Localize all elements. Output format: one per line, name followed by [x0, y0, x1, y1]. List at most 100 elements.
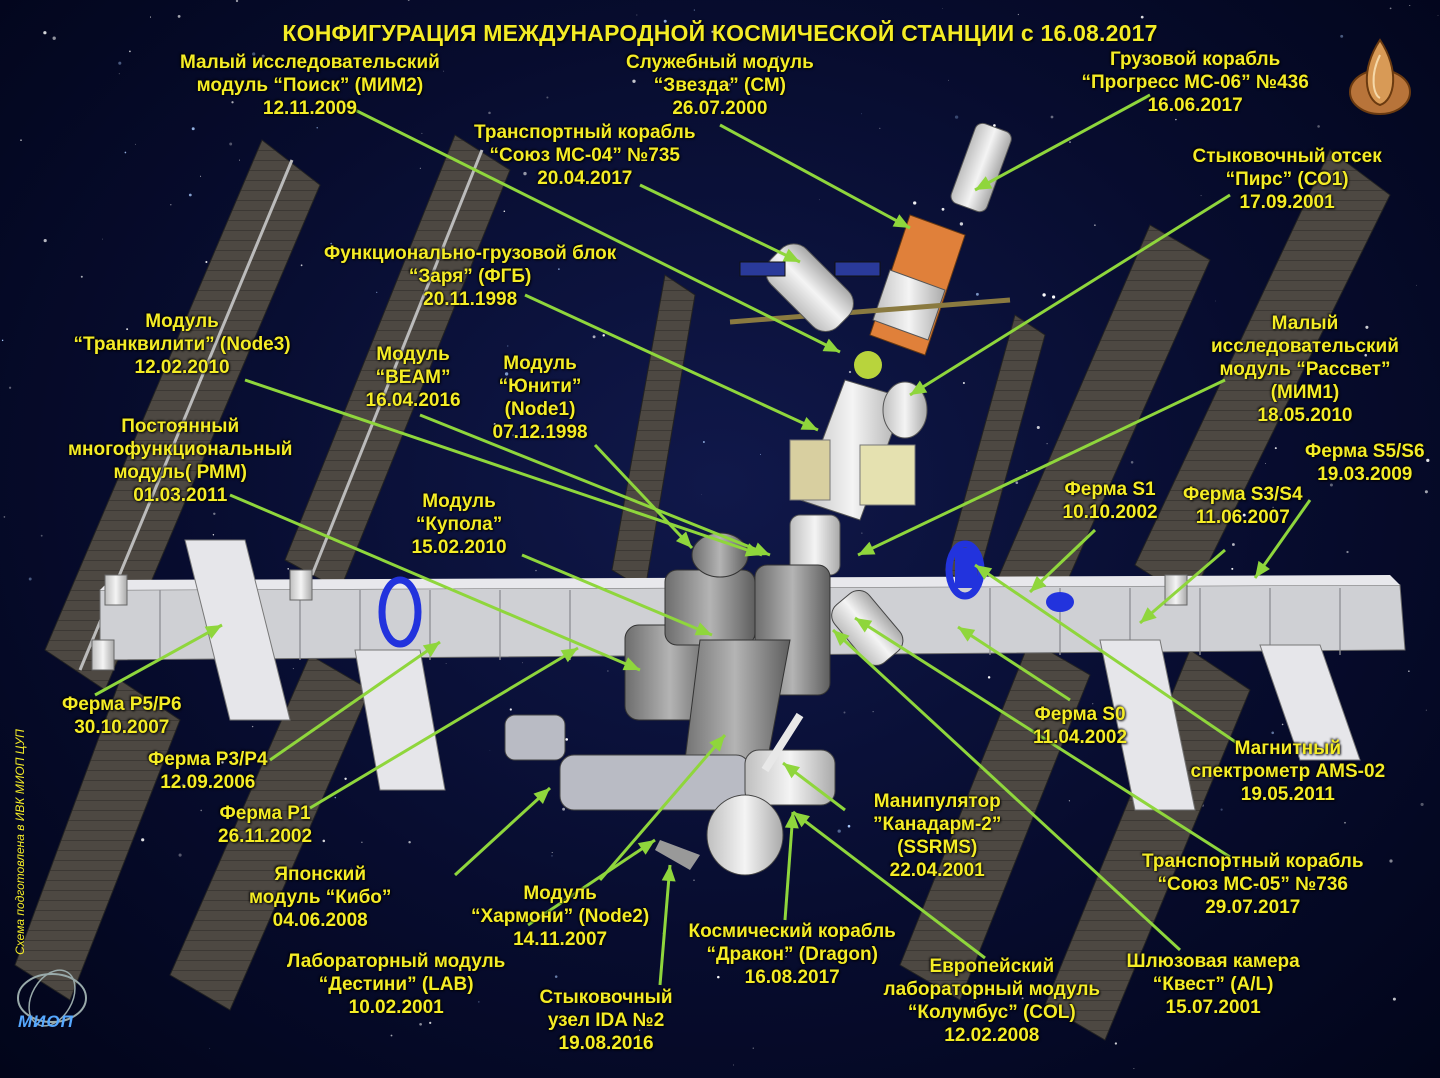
leader-line — [974, 93, 1151, 192]
star — [1200, 195, 1202, 197]
callout-line: Малый исследовательский — [180, 52, 440, 73]
star — [505, 376, 507, 378]
callout-line: Модуль — [145, 311, 219, 332]
callout-line: Модуль — [503, 353, 577, 374]
callout-canadarm: Манипулятор”Канадарм-2”(SSRMS)22.04.2001 — [873, 790, 1001, 882]
star — [1026, 470, 1028, 472]
star — [1231, 543, 1235, 546]
star — [118, 73, 120, 75]
leader-arrowhead — [1255, 560, 1270, 578]
star — [797, 25, 800, 27]
star — [879, 127, 881, 130]
port-solar-arrays — [14, 134, 511, 1011]
callout-pirs: Стыковочный отсек“Пирс” (СО1)17.09.2001 — [1193, 145, 1382, 214]
star — [739, 37, 742, 39]
callout-line: 10.10.2002 — [1062, 502, 1158, 523]
star — [602, 122, 605, 126]
star — [188, 193, 192, 197]
callout-line: “Транквилити” (Node3) — [73, 334, 291, 355]
star — [191, 779, 195, 782]
star — [848, 370, 852, 374]
callout-quest: Шлюзовая камера“Квест” (A/L)15.07.2001 — [1127, 950, 1300, 1019]
star — [432, 526, 434, 528]
star — [863, 28, 867, 32]
callout-line: Малый — [1271, 313, 1339, 334]
leader-arrowhead — [694, 622, 712, 636]
callout-line: 19.05.2011 — [1240, 784, 1335, 805]
star — [1270, 777, 1272, 779]
leader-line — [269, 640, 441, 762]
star — [350, 867, 352, 869]
leader-line — [658, 864, 672, 986]
callout-line: 10.02.2001 — [348, 997, 444, 1018]
emblem-logo-icon — [1349, 38, 1411, 115]
leader-line — [344, 103, 841, 354]
leader-arrowhead — [958, 627, 976, 642]
callout-line: “Звезда” (СМ) — [653, 75, 786, 96]
leader-line — [639, 183, 801, 264]
leader-arrowhead — [975, 565, 993, 580]
star — [1408, 670, 1410, 672]
star — [523, 171, 527, 176]
star — [1255, 886, 1258, 889]
callout-line: 19.08.2016 — [558, 1033, 654, 1054]
star — [837, 829, 841, 833]
callout-line: Модуль — [376, 344, 450, 365]
star — [702, 441, 705, 443]
leader-arrowhead — [784, 812, 799, 829]
star — [43, 239, 47, 243]
star — [1271, 731, 1275, 735]
star — [819, 199, 820, 201]
star — [535, 569, 537, 572]
star — [543, 159, 546, 162]
leader-line — [419, 413, 771, 557]
star — [1364, 353, 1367, 357]
star — [1361, 864, 1364, 867]
leader-line — [974, 563, 1241, 747]
star — [1069, 141, 1071, 143]
callout-line: Модуль — [523, 883, 597, 904]
star — [1274, 447, 1277, 450]
callout-line: Ферма P1 — [219, 803, 311, 824]
callout-line: “Союз МС-04” №735 — [489, 145, 680, 166]
star — [8, 386, 12, 389]
leader-arrowhead — [709, 735, 725, 752]
callout-line: 12.02.2008 — [944, 1025, 1040, 1046]
leader-line — [524, 293, 819, 432]
callout-unity: Модуль“Юнити”(Node1)07.12.1998 — [493, 352, 588, 444]
star — [1237, 869, 1239, 871]
star — [292, 668, 294, 670]
star — [872, 711, 874, 713]
callout-line: 12.09.2006 — [160, 772, 256, 793]
star — [1389, 7, 1392, 10]
star — [238, 159, 241, 161]
leader-arrowhead — [622, 657, 640, 671]
leader-arrowhead — [855, 618, 873, 633]
star — [443, 70, 445, 72]
star — [975, 292, 979, 296]
leader-line — [1139, 548, 1226, 625]
callout-line: Стыковочный отсек — [1192, 146, 1382, 167]
callout-beam: Модуль“BEAM”16.04.2016 — [366, 343, 461, 412]
callout-line: “Заря” (ФГБ) — [408, 266, 532, 287]
star — [1317, 125, 1320, 128]
star — [1392, 997, 1396, 1001]
callout-line: 22.04.2001 — [889, 860, 985, 881]
star — [200, 809, 202, 812]
star — [40, 534, 43, 537]
star — [191, 127, 195, 131]
callout-line: Грузовой корабль — [1109, 49, 1281, 70]
callout-destiny: Лабораторный модуль“Дестини” (LAB)10.02.… — [287, 950, 505, 1019]
star — [503, 210, 506, 213]
star — [445, 663, 447, 664]
star — [134, 143, 136, 145]
leader-line — [792, 810, 986, 960]
